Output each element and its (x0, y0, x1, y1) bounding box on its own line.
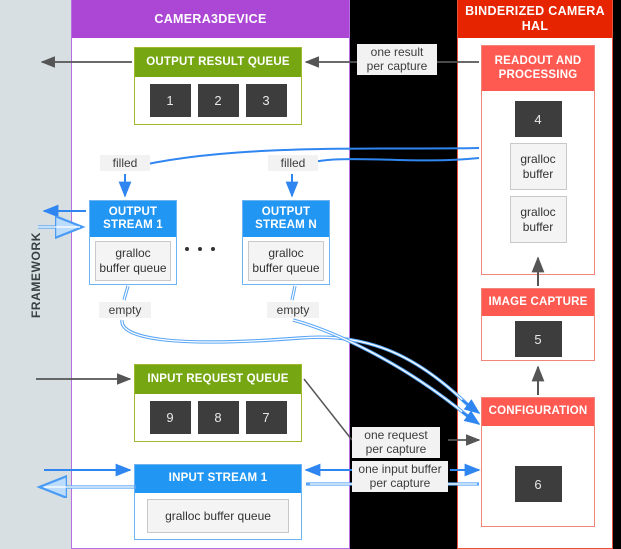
label-one-request-per-capture: one request per capture (352, 427, 440, 458)
gralloc-line-2: buffer (522, 166, 554, 181)
result-chip: 1 (149, 84, 191, 117)
configuration-card[interactable]: CONFIGURATION 6 (481, 397, 595, 527)
request-chip: 7 (245, 401, 287, 434)
gralloc-line-2: buffer queue (252, 260, 320, 275)
label-line-1: one input buffer (358, 462, 442, 476)
label-empty-stream-n: empty (267, 302, 319, 319)
camera3device-title: CAMERA3DEVICE (72, 0, 349, 38)
gralloc-line-2: buffer queue (99, 260, 167, 275)
gralloc-line-1: gralloc (520, 205, 556, 220)
output-stream-1-gralloc-buffer-queue: gralloc buffer queue (95, 240, 171, 281)
gralloc-line-1: gralloc (268, 246, 304, 261)
output-stream-n-card[interactable]: OUTPUT STREAM N gralloc buffer queue (242, 200, 330, 285)
configuration-title: CONFIGURATION (482, 398, 594, 426)
gralloc-line-2: buffer (522, 219, 554, 234)
label-line-1: one result (370, 45, 424, 59)
readout-gralloc-buffer: gralloc buffer (509, 196, 567, 243)
label-empty-stream-1: empty (99, 302, 151, 319)
output-stream-1-card[interactable]: OUTPUT STREAM 1 gralloc buffer queue (89, 200, 177, 285)
binderized-camera-hal-title: BINDERIZED CAMERA HAL (458, 0, 612, 38)
output-result-queue-title: OUTPUT RESULT QUEUE (135, 48, 301, 77)
label-line-2: per capture (366, 59, 428, 74)
framework-panel: FRAMEWORK (0, 0, 71, 549)
label-line-1: one request (364, 428, 428, 442)
image-capture-card[interactable]: IMAGE CAPTURE 5 (481, 288, 595, 361)
gralloc-line-1: gralloc (520, 152, 556, 167)
configuration-chip: 6 (514, 466, 562, 502)
readout-gralloc-buffer: gralloc buffer (509, 143, 567, 190)
result-chip: 2 (197, 84, 239, 117)
label-filled-stream-n: filled (268, 155, 318, 172)
input-stream-1-gralloc-buffer-queue: gralloc buffer queue (147, 499, 289, 533)
image-capture-title: IMAGE CAPTURE (482, 289, 594, 316)
input-stream-1-card[interactable]: INPUT STREAM 1 gralloc buffer queue (134, 464, 302, 540)
output-stream-n-gralloc-buffer-queue: gralloc buffer queue (248, 240, 324, 281)
ellipsis-between-streams (185, 247, 215, 251)
image-capture-chip: 5 (514, 321, 562, 357)
label-one-result-per-capture: one result per capture (357, 44, 437, 75)
input-request-queue-items: 9 8 7 (135, 394, 301, 441)
framework-label: FRAMEWORK (28, 231, 43, 318)
input-request-queue-title: INPUT REQUEST QUEUE (135, 365, 301, 394)
label-line-2: per capture (365, 442, 427, 457)
output-stream-1-title: OUTPUT STREAM 1 (90, 201, 176, 237)
readout-chip: 4 (514, 101, 562, 137)
input-request-queue-card[interactable]: INPUT REQUEST QUEUE 9 8 7 (134, 364, 302, 442)
label-one-input-buffer-per-capture: one input buffer per capture (352, 461, 448, 492)
request-chip: 9 (149, 401, 191, 434)
output-result-queue-card[interactable]: OUTPUT RESULT QUEUE 1 2 3 (134, 47, 302, 125)
output-result-queue-items: 1 2 3 (135, 77, 301, 124)
gralloc-line-1: gralloc (115, 246, 151, 261)
readout-and-processing-card[interactable]: READOUT AND PROCESSING 4 gralloc buffer … (481, 45, 595, 275)
label-filled-stream-1: filled (100, 155, 150, 172)
label-line-2: per capture (369, 476, 431, 491)
request-chip: 8 (197, 401, 239, 434)
output-stream-n-title: OUTPUT STREAM N (243, 201, 329, 237)
readout-and-processing-title: READOUT AND PROCESSING (482, 46, 594, 91)
result-chip: 3 (245, 84, 287, 117)
input-stream-1-title: INPUT STREAM 1 (135, 465, 301, 493)
